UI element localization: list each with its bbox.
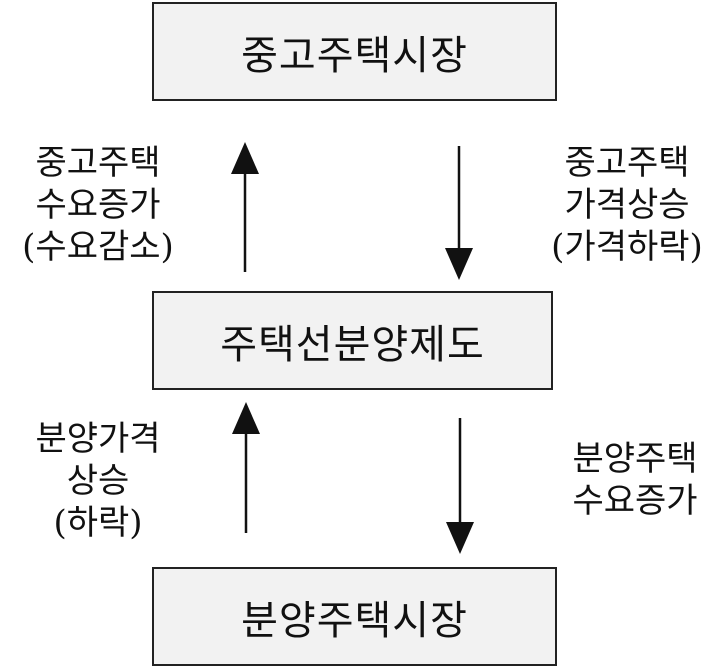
label-line: 중고주택	[564, 143, 690, 183]
box-used-housing-market: 중고주택시장	[152, 2, 557, 101]
box-presale-housing-market: 분양주택시장	[152, 567, 557, 666]
label-line: 중고주택	[35, 143, 161, 183]
box-used-housing-market-label: 중고주택시장	[241, 32, 468, 79]
label-used-housing-price: 중고주택 가격상승 (가격하락)	[538, 142, 716, 268]
label-presale-price: 분양가격 상승 (하락)	[8, 418, 188, 544]
label-line: (가격하락)	[551, 227, 703, 267]
arrow-down-upper-icon	[445, 146, 473, 280]
box-presale-system-label: 주택선분양제도	[220, 321, 485, 368]
label-line: 가격상승	[564, 185, 690, 225]
label-line: 분양주택	[572, 439, 698, 479]
arrow-down-lower-icon	[446, 418, 474, 554]
label-used-housing-demand: 중고주택 수요증가 (수요감소)	[8, 142, 188, 268]
label-line: 수요증가	[572, 481, 698, 521]
arrow-up-upper-icon	[231, 142, 259, 272]
box-presale-housing-market-label: 분양주택시장	[241, 597, 468, 644]
label-line: 상승	[66, 461, 130, 501]
label-line: 분양가격	[35, 419, 161, 459]
arrow-up-lower-icon	[232, 402, 260, 533]
label-presale-demand: 분양주택 수요증가	[555, 438, 715, 522]
label-line: (하락)	[53, 503, 143, 543]
box-presale-system: 주택선분양제도	[152, 291, 553, 390]
label-line: (수요감소)	[22, 227, 174, 267]
label-line: 수요증가	[35, 185, 161, 225]
